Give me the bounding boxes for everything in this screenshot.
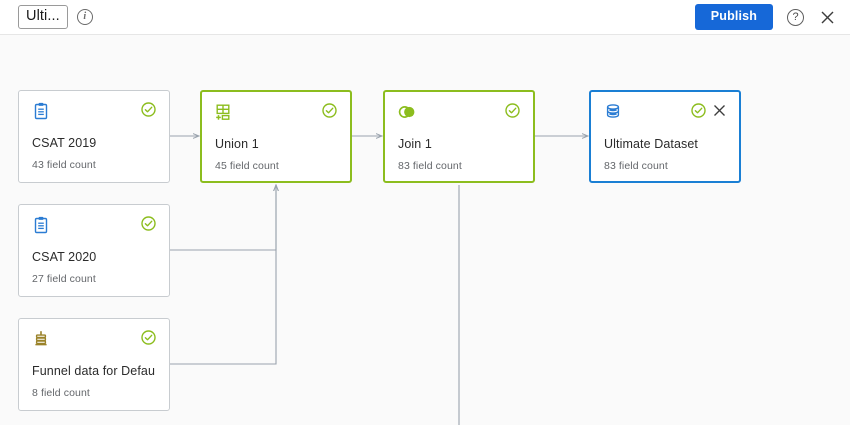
clipboard-icon — [32, 102, 50, 120]
database-icon — [604, 103, 622, 121]
flow-title-input[interactable]: Ulti... — [18, 5, 68, 29]
node-title: CSAT 2019 — [32, 136, 97, 150]
node-field-count: 8 field count — [32, 387, 90, 399]
node-title: Union 1 — [215, 137, 259, 151]
node-header — [398, 103, 520, 122]
node-field-count: 45 field count — [215, 160, 279, 172]
node-card-funnel-data[interactable]: Funnel data for Defau... 8 field count — [18, 318, 170, 411]
node-status-group — [505, 103, 520, 118]
node-status-group — [322, 103, 337, 118]
node-close-icon[interactable] — [713, 104, 726, 117]
header-left-group: Ulti... i — [18, 5, 93, 29]
info-icon[interactable]: i — [76, 9, 93, 25]
check-circle-icon — [505, 103, 520, 118]
node-card-csat-2020[interactable]: CSAT 2020 27 field count — [18, 204, 170, 297]
union-icon — [215, 103, 233, 121]
check-circle-icon — [691, 103, 706, 118]
funnel-icon — [32, 330, 50, 348]
connector-csat2020-to-union1 — [170, 185, 276, 251]
node-card-join-1[interactable]: Join 1 83 field count — [383, 90, 535, 183]
close-icon[interactable] — [818, 8, 836, 26]
node-header — [215, 103, 337, 122]
node-status-group — [141, 216, 156, 231]
clipboard-icon — [32, 216, 50, 234]
node-field-count: 43 field count — [32, 159, 96, 171]
node-card-ultimate-dataset[interactable]: Ultimate Dataset 83 field count — [589, 90, 741, 183]
header-right-group: Publish ? — [694, 4, 836, 30]
node-title: Join 1 — [398, 137, 432, 151]
node-status-group — [691, 103, 726, 118]
node-card-csat-2019[interactable]: CSAT 2019 43 field count — [18, 90, 170, 183]
check-circle-icon — [141, 216, 156, 231]
node-field-count: 83 field count — [398, 160, 462, 172]
help-icon[interactable]: ? — [787, 8, 804, 26]
join-icon — [398, 103, 416, 121]
node-field-count: 83 field count — [604, 160, 668, 172]
check-circle-icon — [141, 102, 156, 117]
publish-button[interactable]: Publish — [694, 4, 773, 30]
node-header — [604, 103, 726, 122]
connector-funnel-to-union1 — [170, 185, 276, 365]
node-status-group — [141, 102, 156, 117]
check-circle-icon — [141, 330, 156, 345]
node-field-count: 27 field count — [32, 273, 96, 285]
app-header: Ulti... i Publish ? — [0, 0, 850, 35]
node-header — [32, 102, 156, 121]
node-card-union-1[interactable]: Union 1 45 field count — [200, 90, 352, 183]
node-status-group — [141, 330, 156, 345]
node-title: Ultimate Dataset — [604, 137, 698, 151]
flow-canvas[interactable]: CSAT 2019 43 field count Union 1 45 field … — [0, 35, 850, 425]
node-header — [32, 216, 156, 235]
check-circle-icon — [322, 103, 337, 118]
node-header — [32, 330, 156, 349]
node-title: CSAT 2020 — [32, 250, 97, 264]
node-title: Funnel data for Defau... — [32, 364, 156, 378]
